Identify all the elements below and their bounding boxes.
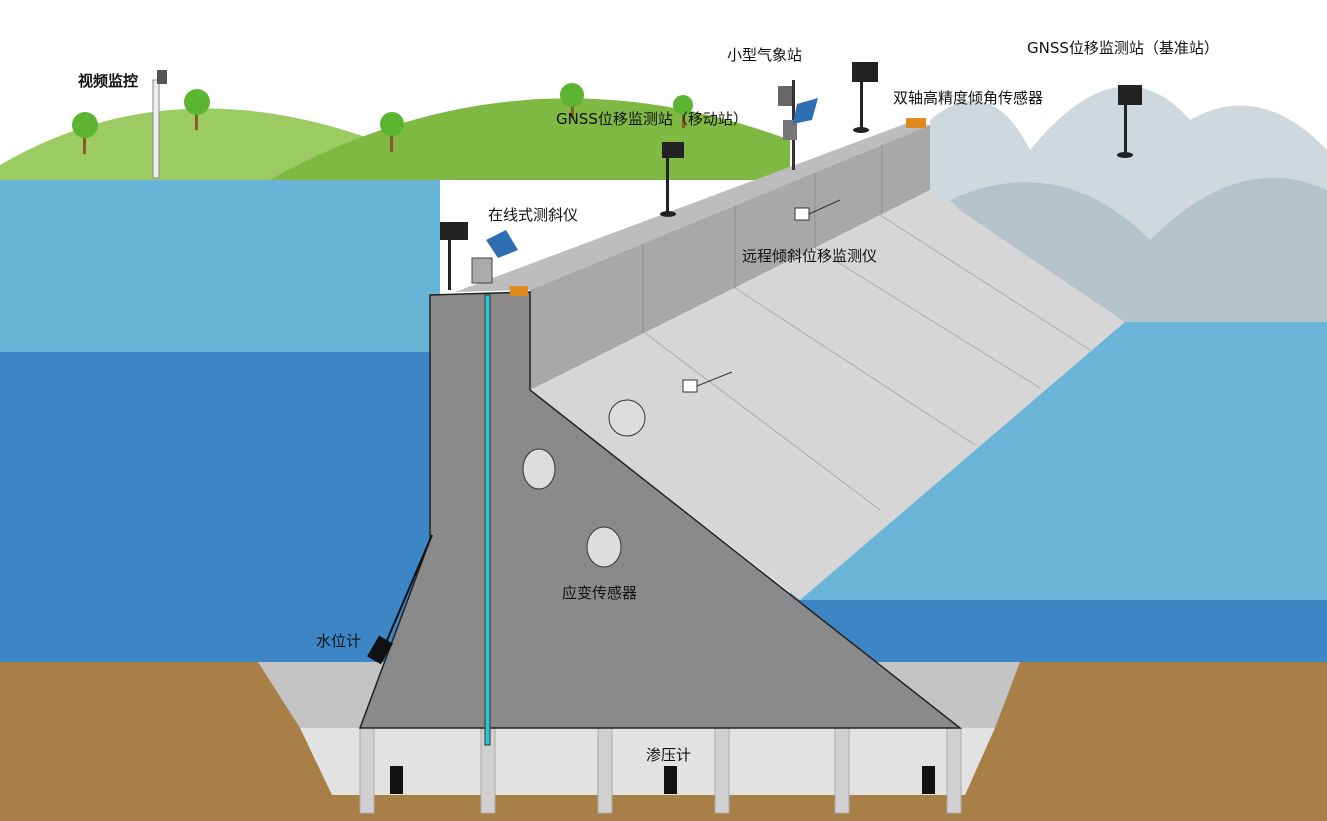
label-video: 视频监控: [78, 72, 139, 90]
label-weather: 小型气象站: [727, 46, 803, 64]
remote-tilt-icons: [682, 199, 841, 393]
label-gnss-mobile: GNSS位移监测站（移动站）: [556, 110, 748, 128]
label-tilt-sensor: 双轴高精度倾角传感器: [893, 89, 1044, 107]
water-level-gauge-icon: [367, 635, 393, 665]
label-inclinometer: 在线式测斜仪: [488, 206, 579, 224]
piezometer-icons: [390, 766, 935, 794]
reservoir-deep: [0, 352, 440, 664]
strain-sensor-icons: [522, 399, 646, 568]
label-gnss-base: GNSS位移监测站（基准站）: [1027, 39, 1219, 57]
video-camera-icon: [152, 70, 167, 179]
inclinometer-tube: [484, 294, 491, 746]
left-hill: [0, 108, 400, 180]
dam-downstream-slope: [530, 190, 1125, 600]
reservoir-upper: [0, 180, 440, 352]
trees: [72, 83, 693, 154]
tilt-sensor-icon: [906, 118, 926, 128]
label-water-level: 水位计: [316, 632, 362, 650]
middle-hill: [270, 98, 790, 180]
downstream-deep: [790, 600, 1327, 664]
label-strain: 应变传感器: [562, 584, 638, 602]
dam-crest: [455, 122, 930, 292]
foundation-lower: [300, 728, 995, 795]
tilt-sensor-icon-2: [510, 286, 528, 296]
gnss-station-icons: [440, 62, 1142, 290]
dam-upstream-face: [530, 125, 930, 390]
weather-station-icon: [778, 80, 818, 170]
label-remote-tilt: 远程倾斜位移监测仪: [742, 247, 878, 265]
solar-box-icon: [471, 230, 518, 284]
label-piezometer: 渗压计: [646, 746, 692, 764]
